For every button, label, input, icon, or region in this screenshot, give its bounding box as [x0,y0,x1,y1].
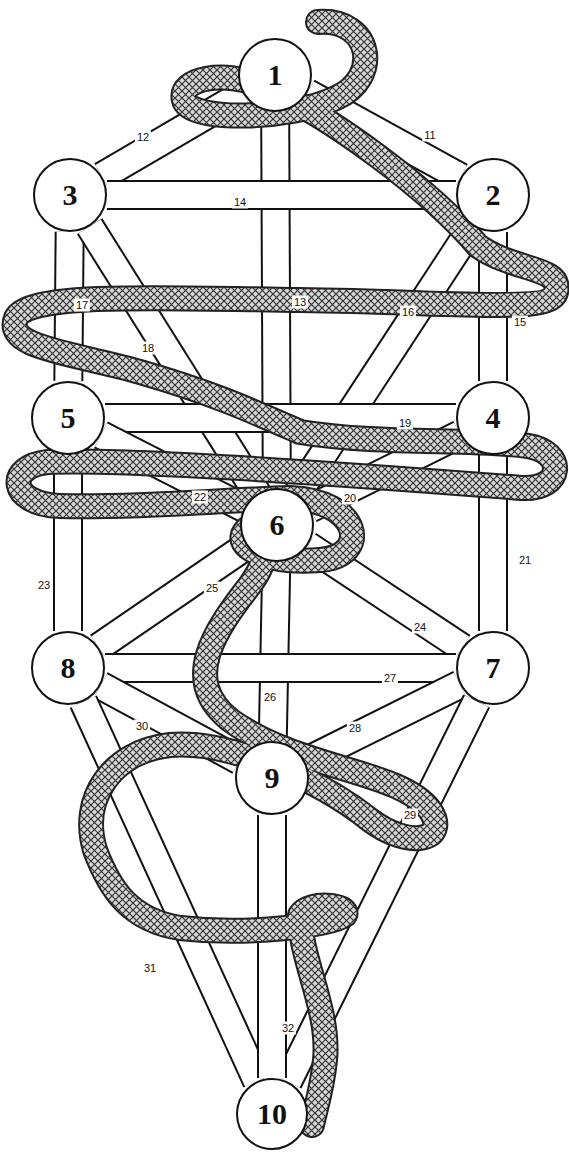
sephira-number: 3 [63,180,78,210]
path-number: 28 [347,722,363,735]
path-number: 29 [402,809,418,822]
sephira-number: 9 [265,763,280,793]
path-number: 20 [342,492,358,505]
sephira-number: 2 [486,180,501,210]
path-number: 23 [36,579,52,592]
path-stroke [259,815,285,1078]
sephira-circle: 4 [456,381,530,455]
path-number: 14 [232,196,248,209]
sephira-number: 4 [486,403,501,433]
sephira-number: 8 [61,653,76,683]
path-number: 24 [412,621,428,634]
path-stroke [105,653,456,683]
path-number: 19 [397,417,413,430]
sephira-number: 7 [486,653,501,683]
path-number: 17 [74,299,90,312]
sephira-circle: 1 [238,38,312,112]
sephira-circle: 6 [240,488,314,562]
path-number: 22 [192,491,208,504]
path-band [68,455,69,631]
path-band [107,195,456,196]
sephira-circle: 2 [456,158,530,232]
path-stroke [257,815,287,1078]
path-number: 13 [292,296,308,309]
path-number: 15 [512,316,528,329]
sephira-circle: 5 [31,381,105,455]
path-stroke [105,655,456,681]
sephira-number: 6 [270,510,285,540]
path-band [273,562,277,741]
sephira-number: 1 [268,60,283,90]
path-number: 25 [204,582,220,595]
sephira-circle: 10 [236,1078,308,1150]
path-number: 21 [517,554,533,567]
path-number: 12 [135,131,151,144]
path-stroke [55,455,81,631]
serpent-body [15,22,557,1125]
path-number: 27 [382,672,398,685]
path-band [272,815,273,1078]
serpent-outline [15,22,557,1125]
sephira-circle: 3 [33,158,107,232]
sephira-circle: 9 [235,741,309,815]
path-stroke [273,562,277,741]
path-stroke [53,455,83,631]
path-number: 18 [140,342,156,355]
sephira-number: 5 [61,403,76,433]
path-number: 32 [280,1022,296,1035]
path-number: 16 [400,306,416,319]
path-number: 11 [422,129,437,142]
path-number: 31 [142,962,158,975]
path-number: 26 [262,691,278,704]
path-number: 30 [134,720,150,733]
sephira-circle: 8 [31,631,105,705]
path-stroke [273,562,277,741]
path-band [105,668,456,669]
sephira-number: 10 [257,1099,287,1129]
sephira-circle: 7 [456,631,530,705]
